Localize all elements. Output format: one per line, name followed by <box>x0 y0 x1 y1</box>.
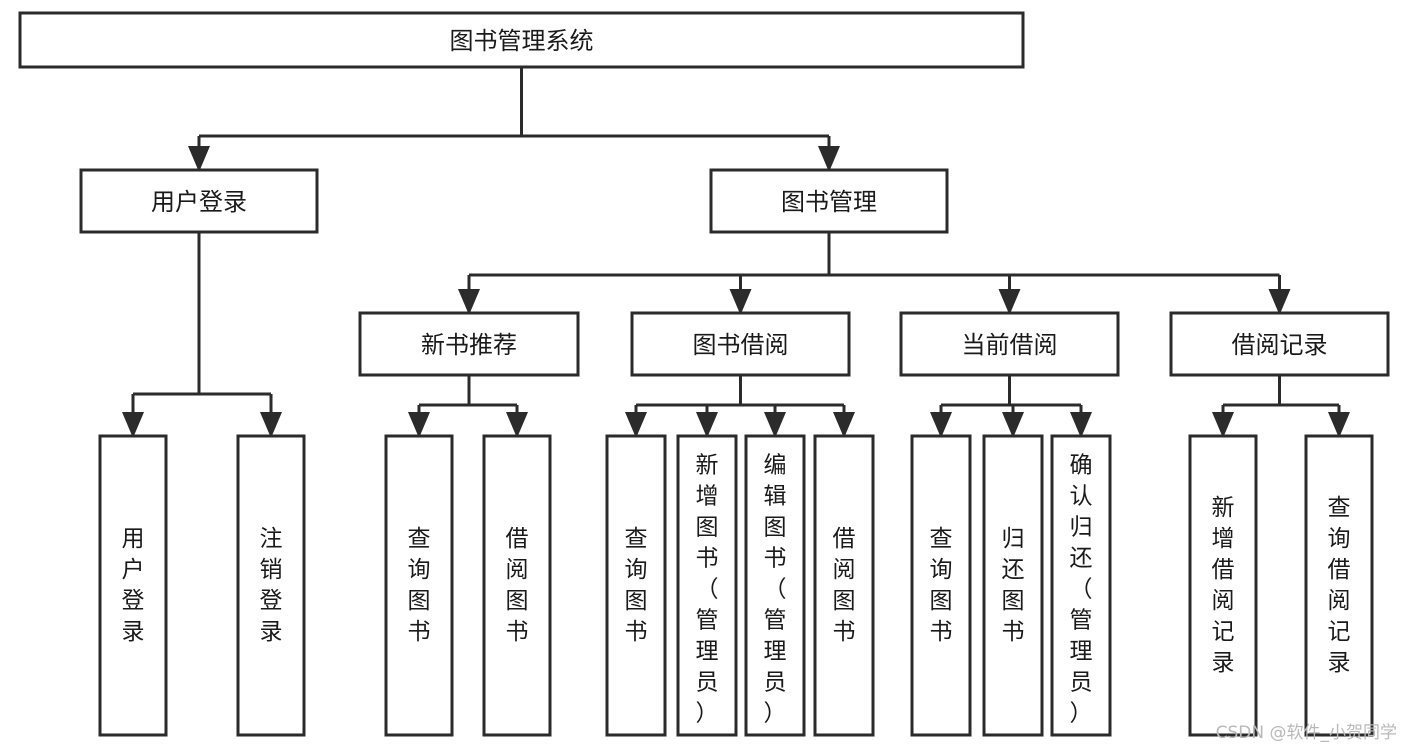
node-rect <box>18 11 1025 69</box>
node-rect <box>1304 434 1374 737</box>
level3-node-1[interactable]: 新书推荐 <box>358 311 580 377</box>
arrow-head-icon <box>1212 412 1234 438</box>
node-label: 借阅图书 <box>506 526 529 645</box>
root-node-system[interactable]: 图书管理系统 <box>18 11 1025 69</box>
leaf-node-2[interactable]: 注销登录 <box>236 434 306 737</box>
node-label: 图书借阅 <box>693 331 789 359</box>
node-label: 图书管理 <box>781 188 877 216</box>
level3-node-4[interactable]: 借阅记录 <box>1169 311 1390 377</box>
node-rect <box>676 434 738 737</box>
leaf-node-13[interactable]: 查询借阅记录 <box>1304 434 1374 737</box>
node-rect <box>630 311 851 377</box>
arrow-head-icon <box>625 412 647 438</box>
arrow-head-icon <box>729 289 752 315</box>
arrow-head-icon <box>1268 289 1291 315</box>
arrow-head-icon <box>506 412 528 438</box>
node-label: 归还图书 <box>1002 526 1025 645</box>
node-label: 注销登录 <box>260 526 283 645</box>
node-label: 确认归还（管理员） <box>1070 453 1093 727</box>
arrow-head-icon <box>1328 412 1350 438</box>
arrow-head-icon <box>188 146 210 172</box>
arrow-head-icon <box>408 412 430 438</box>
node-label: 新增图书（管理员） <box>696 453 719 727</box>
leaf-node-4[interactable]: 借阅图书 <box>482 434 552 737</box>
arrow-head-icon <box>696 412 718 438</box>
connector-layer <box>122 67 1350 438</box>
node-label: 新增借阅记录 <box>1212 495 1235 676</box>
arrow-head-icon <box>260 412 282 438</box>
node-label: 借阅记录 <box>1232 331 1328 359</box>
node-rect <box>982 434 1044 737</box>
level3-node-3[interactable]: 当前借阅 <box>899 311 1120 377</box>
node-label: 图书管理系统 <box>450 27 594 55</box>
node-label: 查询图书 <box>930 526 953 645</box>
node-label: 新书推荐 <box>421 331 517 359</box>
arrow-head-icon <box>458 289 480 315</box>
leaf-node-5[interactable]: 查询图书 <box>605 434 667 737</box>
node-rect <box>744 434 806 737</box>
arrow-head-icon <box>1002 412 1024 438</box>
node-layer: 图书管理系统用户登录图书管理新书推荐图书借阅当前借阅借阅记录用户登录注销登录查询… <box>18 11 1390 737</box>
node-label: 用户登录 <box>151 188 247 216</box>
arrow-head-icon <box>998 289 1021 315</box>
node-rect <box>79 168 319 234</box>
arrow-head-icon <box>122 412 144 438</box>
arrow-head-icon <box>1070 412 1092 438</box>
node-rect <box>1188 434 1258 737</box>
node-label: 查询图书 <box>408 526 431 645</box>
node-label: 用户登录 <box>122 526 145 645</box>
node-rect <box>98 434 168 737</box>
node-rect <box>910 434 972 737</box>
node-label: 当前借阅 <box>962 331 1058 359</box>
node-rect <box>899 311 1120 377</box>
node-rect <box>605 434 667 737</box>
level2-node-1[interactable]: 用户登录 <box>79 168 319 234</box>
node-rect <box>1050 434 1112 737</box>
leaf-node-6[interactable]: 新增图书（管理员） <box>676 434 738 737</box>
leaf-node-10[interactable]: 归还图书 <box>982 434 1044 737</box>
leaf-node-11[interactable]: 确认归还（管理员） <box>1050 434 1112 737</box>
arrow-head-icon <box>930 412 952 438</box>
leaf-node-7[interactable]: 编辑图书（管理员） <box>744 434 806 737</box>
leaf-node-8[interactable]: 借阅图书 <box>813 434 875 737</box>
leaf-node-3[interactable]: 查询图书 <box>384 434 454 737</box>
node-rect <box>482 434 552 737</box>
node-label: 编辑图书（管理员） <box>764 453 787 727</box>
node-rect <box>236 434 306 737</box>
arrow-head-icon <box>764 412 786 438</box>
node-label: 查询借阅记录 <box>1328 495 1351 676</box>
arrow-head-icon <box>818 146 840 172</box>
node-rect <box>358 311 580 377</box>
level2-node-2[interactable]: 图书管理 <box>709 168 949 234</box>
node-rect <box>384 434 454 737</box>
node-rect <box>709 168 949 234</box>
node-label: 借阅图书 <box>833 526 856 645</box>
node-label: 查询图书 <box>625 526 648 645</box>
node-rect <box>1169 311 1390 377</box>
arrow-head-icon <box>833 412 855 438</box>
leaf-node-9[interactable]: 查询图书 <box>910 434 972 737</box>
leaf-node-1[interactable]: 用户登录 <box>98 434 168 737</box>
node-rect <box>813 434 875 737</box>
level3-node-2[interactable]: 图书借阅 <box>630 311 851 377</box>
leaf-node-12[interactable]: 新增借阅记录 <box>1188 434 1258 737</box>
